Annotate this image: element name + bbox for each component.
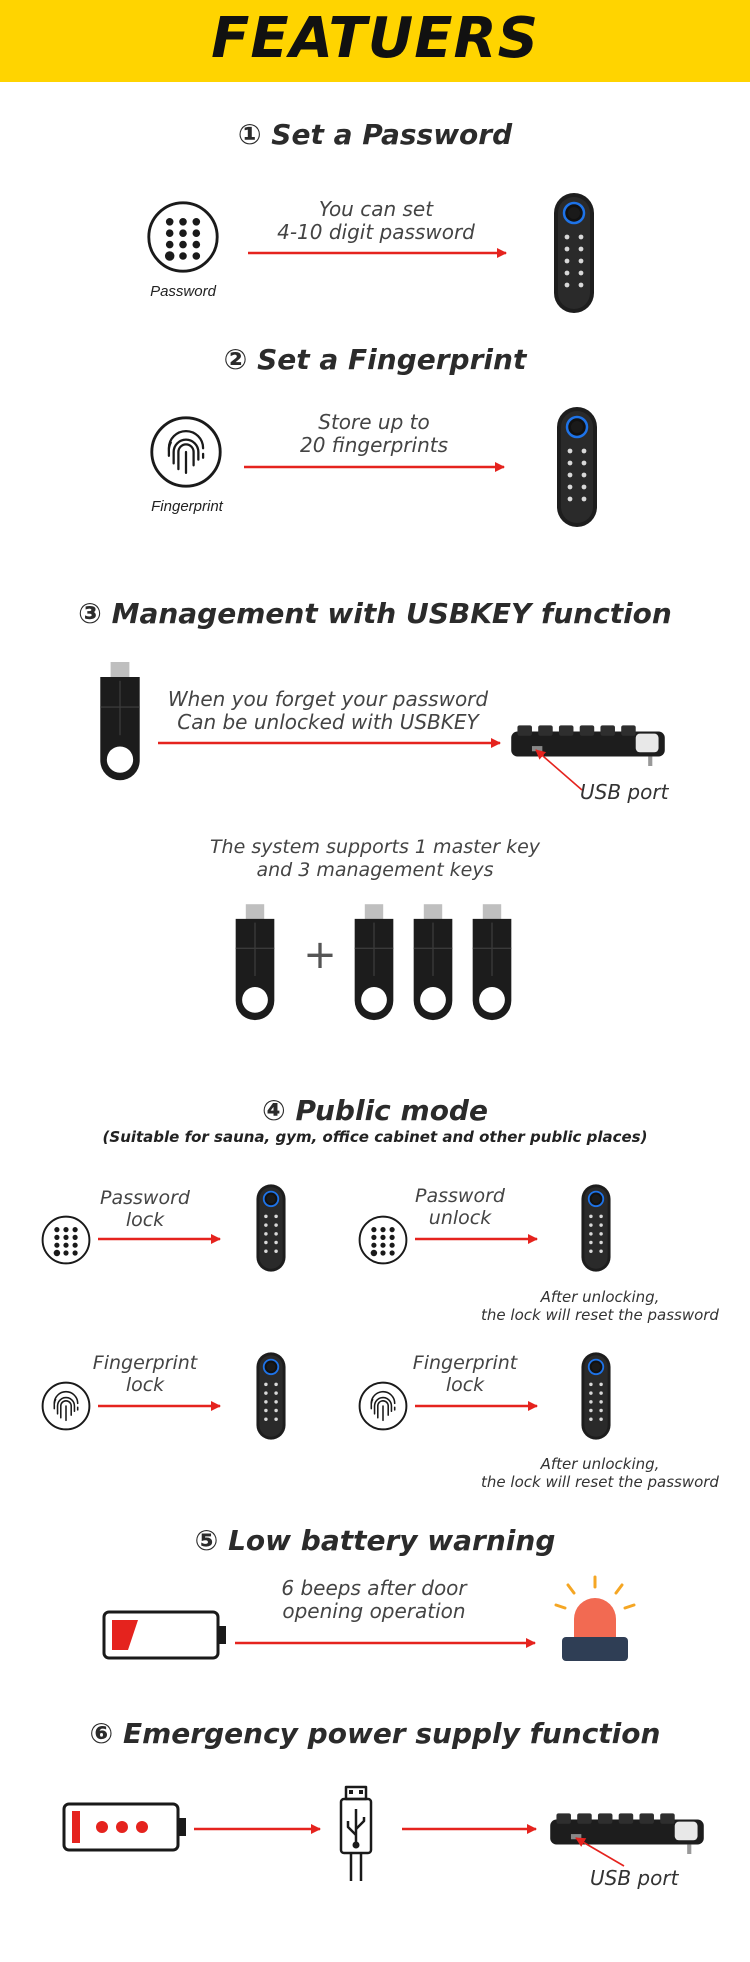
- usb-port-label-2: USB port: [590, 1866, 679, 1890]
- lock-keypad-icon: [580, 1183, 612, 1273]
- low-battery-icon: [102, 1610, 226, 1660]
- keys-caption: The system supports 1 master key and 3 m…: [150, 836, 600, 882]
- password-unlock-line-1: Password: [415, 1185, 505, 1207]
- password-unlock-line-2: unlock: [428, 1207, 492, 1229]
- keypad-icon: [358, 1215, 408, 1265]
- reset-caption-b-line-2: the lock will reset the password: [481, 1473, 719, 1491]
- battery-caption: 6 beeps after door opening operation: [240, 1577, 508, 1623]
- usb-key-icon: [99, 662, 141, 781]
- password-caption-line-1: You can set: [318, 197, 434, 221]
- battery-caption-line-2: opening operation: [282, 1599, 466, 1623]
- reset-caption-line-2: the lock will reset the password: [481, 1306, 719, 1324]
- reset-caption-line-1: After unlocking,: [540, 1288, 660, 1306]
- lock-keypad-icon: [580, 1351, 612, 1441]
- arrow-right-icon: [235, 1638, 536, 1648]
- usb-port-label: USB port: [580, 780, 669, 804]
- fingerprint-caption: Store up to 20 fingerprints: [250, 411, 498, 457]
- password-unlock-caption: Password unlock: [405, 1185, 515, 1229]
- fingerprint-lock-line-2: lock: [125, 1374, 165, 1396]
- battery-icon: [62, 1802, 186, 1852]
- lock-keypad-icon: [552, 191, 596, 315]
- password-caption-line-2: 4-10 digit password: [277, 220, 475, 244]
- lock-keypad-icon: [555, 405, 599, 529]
- keypad-icon: [41, 1215, 91, 1265]
- usbkey-caption: When you forget your password Can be unl…: [150, 688, 506, 734]
- section-heading-battery: ⑤ Low battery warning: [194, 1524, 556, 1557]
- keys-caption-line-2: and 3 management keys: [256, 859, 494, 881]
- pointer-arrow-icon: [575, 1837, 625, 1867]
- plus-sign: +: [303, 932, 337, 978]
- fingerprint-icon-label: Fingerprint: [151, 498, 223, 515]
- arrow-right-icon: [415, 1234, 538, 1244]
- usbkey-caption-line-1: When you forget your password: [167, 687, 489, 711]
- section-heading-public: ④ Public mode: [262, 1094, 488, 1127]
- alarm-light-icon: [554, 1575, 636, 1661]
- usbkey-caption-line-2: Can be unlocked with USBKEY: [177, 710, 479, 734]
- page-title: FEATUERS: [211, 6, 539, 71]
- fingerprint-icon: [358, 1381, 408, 1431]
- master-key-icon: [234, 903, 276, 1021]
- lock-keypad-icon: [255, 1183, 287, 1273]
- keypad-icon: [147, 201, 219, 273]
- management-key-icon-1: [353, 903, 395, 1021]
- fingerprint-lock-caption-b: Fingerprint lock: [405, 1352, 525, 1396]
- password-icon-label: Password: [150, 283, 216, 300]
- section-heading-fingerprint: ② Set a Fingerprint: [223, 343, 527, 376]
- arrow-right-icon: [158, 738, 501, 748]
- lock-keypad-icon: [255, 1351, 287, 1441]
- fingerprint-lock-b-line-1: Fingerprint: [412, 1352, 518, 1374]
- reset-caption-b: After unlocking, the lock will reset the…: [470, 1455, 730, 1491]
- keys-caption-line-1: The system supports 1 master key: [209, 836, 541, 858]
- pointer-arrow-icon: [535, 749, 583, 791]
- section-heading-usbkey: ③ Management with USBKEY function: [78, 597, 672, 630]
- arrow-right-icon: [98, 1234, 221, 1244]
- arrow-right-icon: [402, 1824, 537, 1834]
- usb-plug-icon: [339, 1785, 373, 1881]
- fingerprint-icon: [150, 416, 222, 488]
- reset-caption-b-line-1: After unlocking,: [540, 1455, 660, 1473]
- section-heading-emergency: ⑥ Emergency power supply function: [89, 1717, 661, 1750]
- public-subheading: (Suitable for sauna, gym, office cabinet…: [102, 1128, 648, 1146]
- password-lock-caption: Password lock: [90, 1187, 200, 1231]
- fingerprint-lock-line-1: Fingerprint: [92, 1352, 198, 1374]
- management-key-icon-3: [471, 903, 513, 1021]
- reset-caption: After unlocking, the lock will reset the…: [470, 1288, 730, 1324]
- fingerprint-caption-line-2: 20 fingerprints: [299, 433, 449, 457]
- arrow-right-icon: [244, 462, 505, 472]
- arrow-right-icon: [415, 1401, 538, 1411]
- password-caption: You can set 4-10 digit password: [240, 198, 512, 244]
- arrow-right-icon: [248, 248, 507, 258]
- fingerprint-lock-caption: Fingerprint lock: [85, 1352, 205, 1396]
- section-heading-password: ① Set a Password: [237, 118, 513, 151]
- battery-caption-line-1: 6 beeps after door: [281, 1576, 467, 1600]
- arrow-right-icon: [194, 1824, 321, 1834]
- fingerprint-caption-line-1: Store up to: [318, 410, 430, 434]
- arrow-right-icon: [98, 1401, 221, 1411]
- header-banner: [0, 0, 750, 82]
- password-lock-line-2: lock: [125, 1209, 165, 1231]
- management-key-icon-2: [412, 903, 454, 1021]
- password-lock-line-1: Password: [100, 1187, 190, 1209]
- fingerprint-lock-b-line-2: lock: [445, 1374, 485, 1396]
